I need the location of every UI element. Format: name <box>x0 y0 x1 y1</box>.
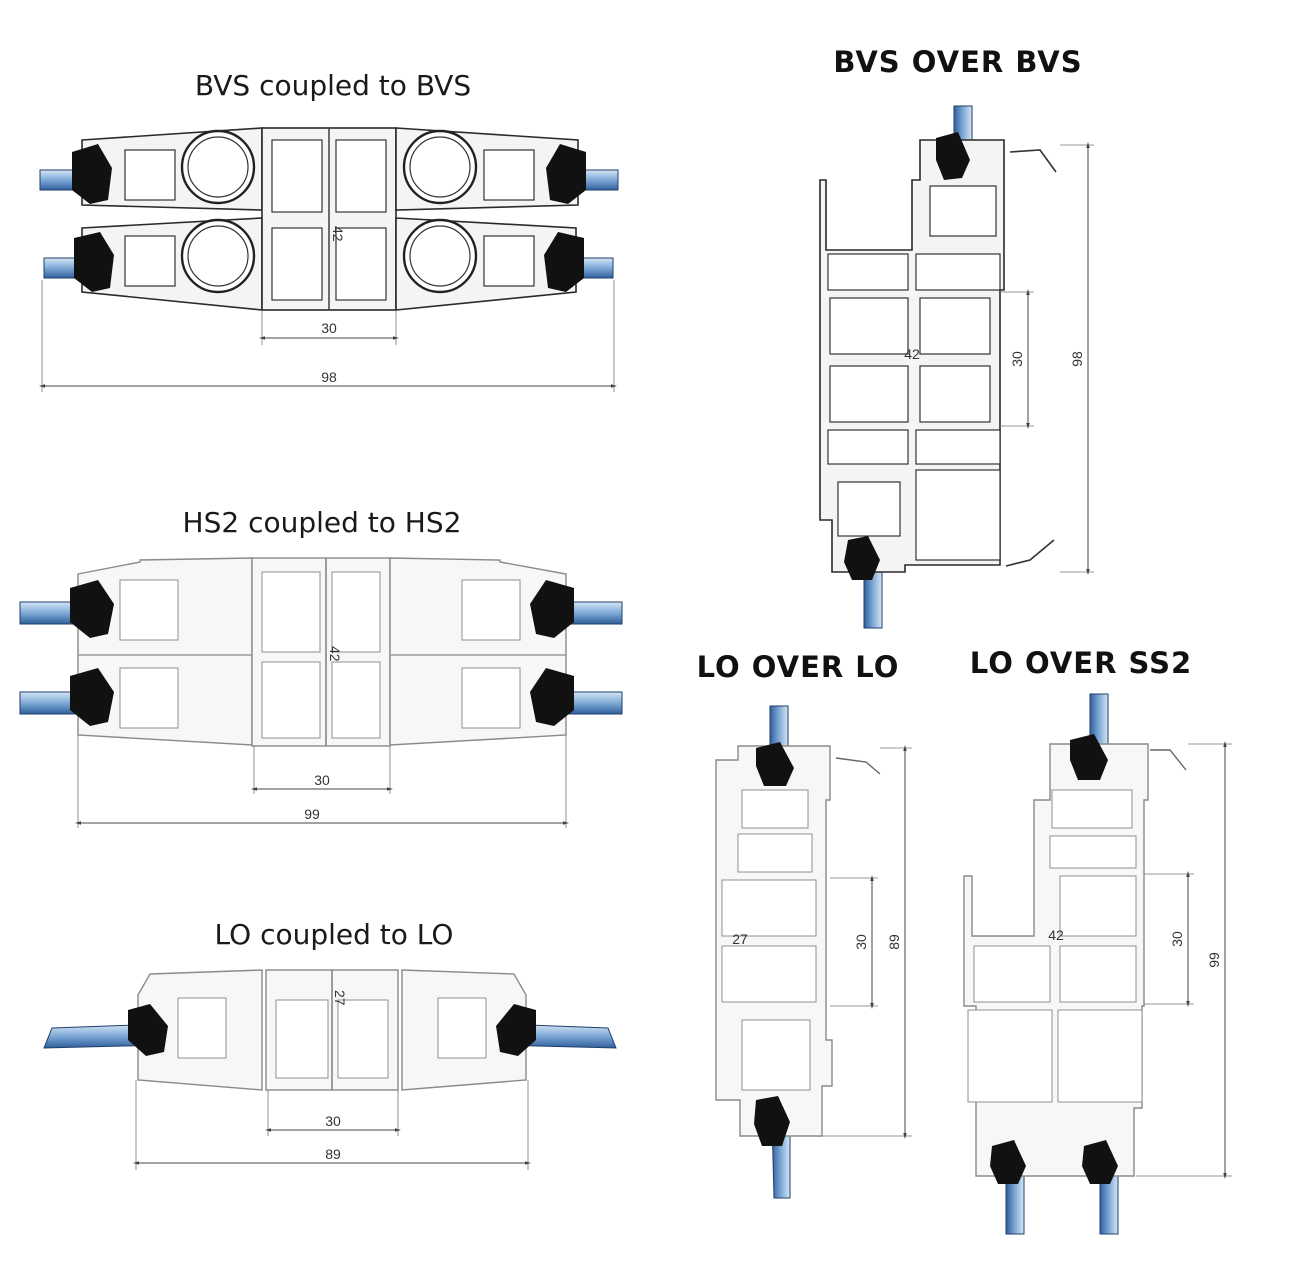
lo-over-lo-inner-label: 30 <box>853 934 869 950</box>
lo-over-lo-overall-label: 89 <box>886 934 902 950</box>
section-bvs-coupled: BVS coupled to BVS <box>39 69 619 392</box>
lo-over-ss2-overall-label: 99 <box>1206 952 1222 968</box>
lo-over-ss2-inner-label: 30 <box>1169 931 1185 947</box>
profile-lo-right <box>401 969 536 1091</box>
hs2-coupled-inner-label: 30 <box>314 772 330 788</box>
hs2-coupled-overall-label: 99 <box>304 806 320 822</box>
profile-lo-vertical <box>715 742 881 1146</box>
bvs-over-bvs-overall-label: 98 <box>1069 351 1085 367</box>
profile-left-upper <box>72 127 263 211</box>
coupler-bvs <box>261 127 397 311</box>
bvs-over-bvs-width-label: 42 <box>904 346 920 362</box>
profile-ss2-vertical <box>963 734 1187 1184</box>
bvs-coupled-height-label: 42 <box>330 226 346 242</box>
bvs-over-bvs-inner-label: 30 <box>1009 351 1025 367</box>
lo-coupled-overall-label: 89 <box>325 1146 341 1162</box>
bvs-over-bvs-title: BVS OVER BVS <box>833 45 1082 79</box>
lo-over-lo-title: LO OVER LO <box>697 650 900 684</box>
lo-over-ss2-title: LO OVER SS2 <box>970 646 1192 680</box>
bvs-coupled-overall-label: 98 <box>321 369 337 385</box>
coupler-lo <box>265 969 399 1091</box>
section-lo-coupled: LO coupled to LO 27 30 89 <box>43 918 617 1170</box>
profile-hs2-right <box>389 557 574 746</box>
coupler-hs2 <box>251 557 391 747</box>
section-bvs-over-bvs: BVS OVER BVS 42 30 98 <box>819 45 1094 629</box>
lo-coupled-height-label: 27 <box>332 990 348 1006</box>
lo-coupled-title: LO coupled to LO <box>215 918 454 951</box>
lo-over-lo-width-label: 27 <box>732 931 748 947</box>
profile-bvs-vertical <box>819 132 1057 580</box>
profile-lo-left <box>128 969 263 1091</box>
lo-over-ss2-width-label: 42 <box>1048 927 1064 943</box>
lo-coupled-inner-label: 30 <box>325 1113 341 1129</box>
hs2-coupled-title: HS2 coupled to HS2 <box>183 506 462 539</box>
section-lo-over-lo: LO OVER LO 27 30 89 <box>697 650 912 1199</box>
profile-hs2-left <box>70 557 253 746</box>
profile-left-lower <box>74 217 263 311</box>
bvs-coupled-inner-label: 30 <box>321 320 337 336</box>
section-hs2-coupled: HS2 coupled to HS2 <box>19 506 623 828</box>
hs2-coupled-height-label: 42 <box>327 646 343 662</box>
profile-right-upper <box>395 127 586 211</box>
profile-right-lower <box>395 217 584 311</box>
section-lo-over-ss2: LO OVER SS2 42 30 99 <box>963 646 1232 1235</box>
bvs-coupled-title: BVS coupled to BVS <box>195 69 471 102</box>
